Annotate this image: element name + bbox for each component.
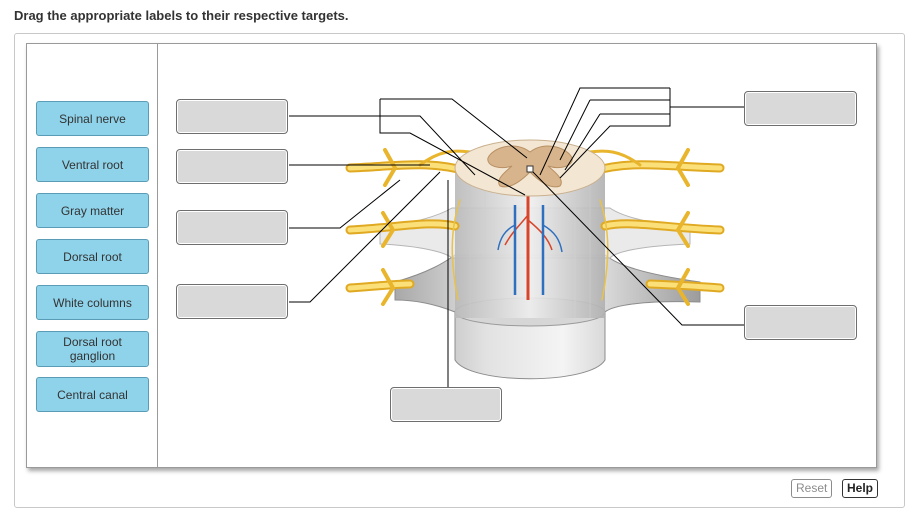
drop-target-left-1[interactable]: [176, 99, 288, 134]
drop-target-bottom[interactable]: [390, 387, 502, 422]
drag-label-ventral-root[interactable]: Ventral root: [36, 147, 149, 182]
cord-cross-section: [454, 139, 606, 197]
drop-target-right-1[interactable]: [744, 91, 857, 126]
reset-button[interactable]: Reset: [791, 479, 833, 498]
instructions-text: Drag the appropriate labels to their res…: [14, 8, 349, 23]
drop-target-left-4[interactable]: [176, 284, 288, 319]
drop-target-left-2[interactable]: [176, 149, 288, 184]
drag-label-dorsal-root-ganglion[interactable]: Dorsal root ganglion: [36, 331, 149, 367]
drop-target-left-3[interactable]: [176, 210, 288, 245]
drag-label-central-canal[interactable]: Central canal: [36, 377, 149, 412]
drag-label-gray-matter[interactable]: Gray matter: [36, 193, 149, 228]
blood-vessels: [497, 195, 563, 300]
drag-label-dorsal-root[interactable]: Dorsal root: [36, 239, 149, 274]
leader-lines: [289, 87, 745, 390]
drag-label-white-columns[interactable]: White columns: [36, 285, 149, 320]
help-button[interactable]: Help: [842, 479, 879, 498]
drag-label-spinal-nerve[interactable]: Spinal nerve: [36, 101, 149, 136]
label-bank: [26, 43, 158, 468]
drop-target-right-2[interactable]: [744, 305, 857, 340]
